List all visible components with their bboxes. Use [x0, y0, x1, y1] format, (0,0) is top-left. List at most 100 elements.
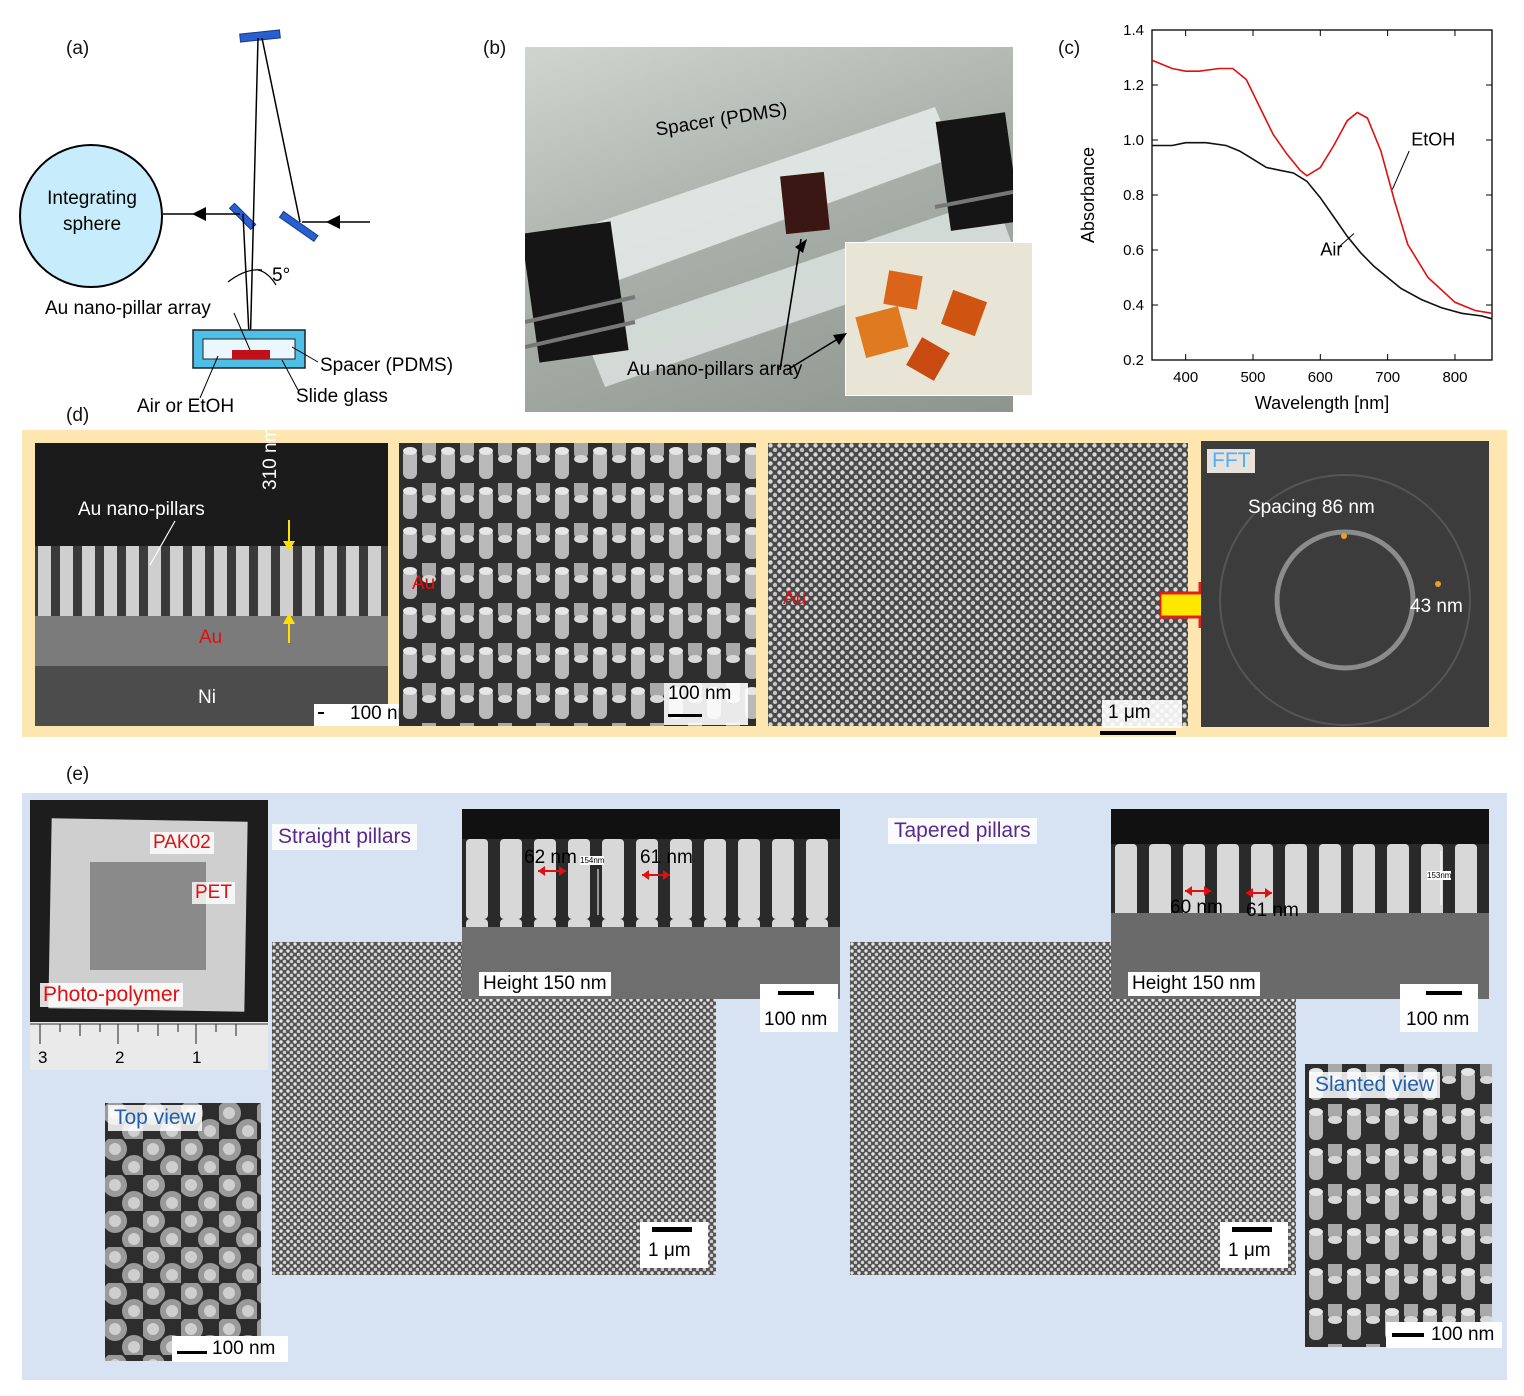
- y-tick-label-2: 0.6: [1123, 242, 1144, 259]
- integrating-sphere-shape: [19, 144, 163, 288]
- sem-top-view: [105, 1103, 261, 1361]
- y-tick-label-5: 1.2: [1123, 77, 1144, 94]
- ruler-label-2: 2: [115, 1048, 125, 1067]
- scale-bar-d2: [664, 683, 748, 725]
- x-tick-label-4: 800: [1442, 369, 1467, 386]
- sem-large-area: [768, 443, 1188, 726]
- straight-w2-label: 61 nm: [640, 847, 693, 868]
- tapered-scale-label: 100 nm: [1406, 1009, 1470, 1030]
- panel-label-e: (e): [66, 764, 90, 785]
- tapered-h-small: 153nm: [1427, 871, 1452, 880]
- sem-tapered-cross: [1111, 809, 1489, 999]
- x-axis-label: Wavelength [nm]: [1255, 393, 1389, 413]
- au-label-d2: Au: [412, 573, 436, 594]
- scale-bar-line-d1: [318, 712, 324, 714]
- tapered-scale-label-big: 1 μm: [1228, 1240, 1271, 1261]
- tapered-scale-line: [1426, 991, 1462, 995]
- straight-h-small: 154nm: [580, 856, 605, 865]
- scale-bar-d3: [1102, 700, 1182, 728]
- x-tick-label-0: 400: [1173, 369, 1198, 386]
- ni-label: Ni: [198, 687, 216, 708]
- photo-polymer-label: Photo-polymer: [40, 983, 183, 1007]
- slide-glass-label: Slide glass: [296, 386, 388, 407]
- straight-scale-label: 100 nm: [764, 1009, 828, 1030]
- air-leader: [1338, 233, 1355, 248]
- sem-slanted-view: [1305, 1064, 1492, 1347]
- scale-bar-line-d2: [668, 714, 702, 717]
- scale-label-d2: 100 nm: [668, 683, 732, 704]
- panel-label-a: (a): [66, 38, 90, 59]
- straight-height-label: Height 150 nm: [479, 972, 611, 996]
- thickness-label: 310 nm: [260, 426, 281, 490]
- spacer-label-a: Spacer (PDMS): [320, 355, 454, 376]
- nm43-label: 43 nm: [1410, 596, 1463, 617]
- sem-tilted-pillars: [399, 443, 756, 726]
- right-mirror: [278, 210, 319, 243]
- panel-label-d: (d): [66, 405, 90, 426]
- y-axis-label: Absorbance: [1078, 147, 1098, 243]
- series-label-etoh: EtOH: [1411, 130, 1455, 150]
- film-photo: [30, 800, 268, 1070]
- slanted-view-title: Slanted view: [1309, 1072, 1441, 1098]
- tapered-scale-line-big: [1232, 1227, 1272, 1232]
- air-etoh-label: Air or EtOH: [137, 396, 235, 417]
- straight-pillars-title: Straight pillars: [272, 824, 418, 850]
- au-pieces-inset: [845, 242, 1033, 396]
- au-nano-pillars-label: Au nano-pillars: [78, 499, 205, 520]
- b-arrows: [779, 238, 847, 371]
- integrating-sphere-label: Integrating sphere: [47, 188, 137, 235]
- x-tick-label-2: 600: [1308, 369, 1333, 386]
- tapered-pillars-title: Tapered pillars: [888, 818, 1037, 844]
- y-tick-label-6: 1.4: [1123, 22, 1144, 39]
- y-tick-label-0: 0.2: [1123, 352, 1144, 369]
- straight-scale-line-big: [652, 1227, 692, 1232]
- scale-label-d3: 1 μm: [1108, 702, 1151, 723]
- au-chip: [780, 171, 830, 235]
- series-line-etoh: [1151, 59, 1493, 315]
- top-view-title: Top view: [108, 1105, 202, 1131]
- au-array-label: Au nano-pillar array: [45, 298, 211, 319]
- pet-label: PET: [192, 882, 235, 904]
- au-sample: [232, 350, 270, 359]
- ruler-label-1: 1: [192, 1048, 202, 1067]
- pak02-label: PAK02: [150, 832, 214, 854]
- straight-w1-label: 62 nm: [524, 847, 577, 868]
- sample-photo: [525, 47, 1013, 412]
- tapered-w2-label: 61 nm: [1246, 900, 1299, 921]
- x-tick-label-3: 700: [1375, 369, 1400, 386]
- tapered-height-label: Height 150 nm: [1128, 972, 1260, 996]
- sem-cross-section-au: [35, 443, 388, 726]
- slanted-scale-line: [1392, 1333, 1424, 1337]
- plot-frame: [1151, 29, 1493, 361]
- x-tick-label-1: 500: [1240, 369, 1265, 386]
- au-label-d3: Au: [783, 588, 807, 609]
- ruler-label-3: 3: [38, 1048, 48, 1067]
- top-scale-line: [177, 1351, 207, 1354]
- panel-label-c: (c): [1058, 38, 1081, 59]
- au-array-label-b: Au nano-pillars array: [627, 359, 803, 380]
- scale-bar-line-d3: [1100, 731, 1176, 735]
- top-scale-label: 100 nm: [212, 1338, 276, 1359]
- sem-straight-cross: [462, 809, 840, 999]
- top-mirror: [239, 29, 281, 43]
- series-label-air: Air: [1320, 240, 1342, 260]
- input-arrow-icon: [326, 215, 340, 229]
- series-line-air: [1152, 141, 1493, 320]
- panel-label-b: (b): [483, 38, 507, 59]
- y-tick-label-1: 0.4: [1123, 297, 1144, 314]
- spacing-label: Spacing 86 nm: [1248, 497, 1375, 518]
- slanted-scale-label: 100 nm: [1431, 1324, 1495, 1345]
- tapered-w1-label: 60 nm: [1170, 897, 1223, 918]
- y-tick-label-4: 1.0: [1123, 132, 1144, 149]
- output-arrow-icon: [192, 207, 206, 221]
- etoh-leader: [1391, 150, 1410, 190]
- scale-label-d1: 100 nm: [350, 703, 414, 724]
- straight-scale-label-big: 1 μm: [648, 1240, 691, 1261]
- fft-image: [1201, 441, 1489, 727]
- au-label-d1: Au: [199, 627, 223, 648]
- top-scale-box: [172, 1336, 288, 1362]
- angle-label: 5°: [272, 265, 291, 286]
- optical-setup-diagram: [19, 29, 370, 399]
- fft-title: FFT: [1207, 449, 1256, 473]
